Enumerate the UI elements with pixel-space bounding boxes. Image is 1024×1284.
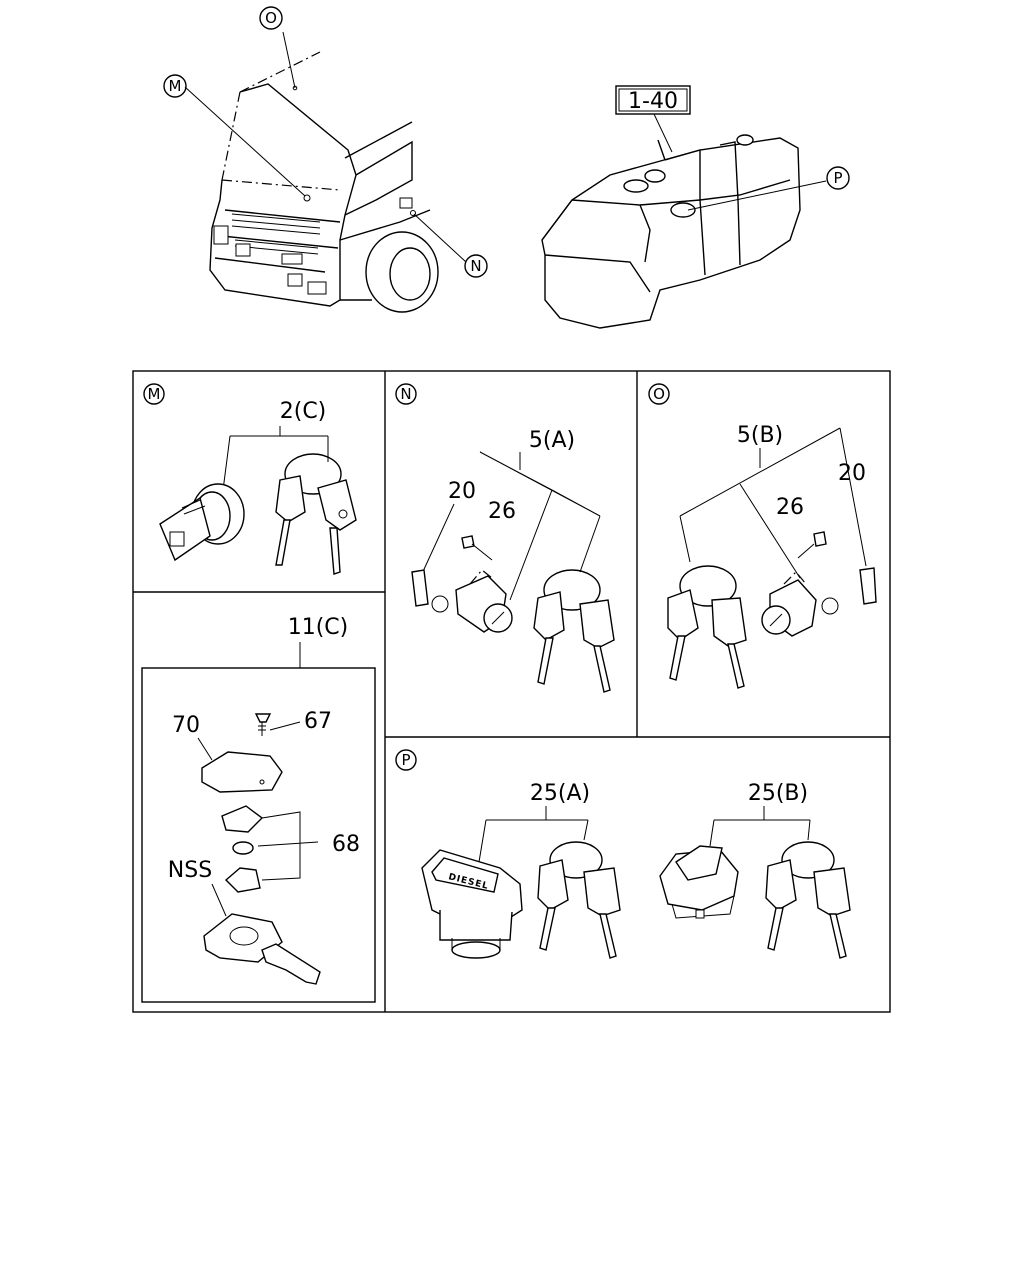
- callout-P-top: P: [826, 166, 850, 190]
- svg-text:O: O: [653, 385, 665, 403]
- svg-text:11(C): 11(C): [288, 615, 349, 640]
- svg-text:70: 70: [172, 713, 200, 738]
- callout-N-top: N: [464, 254, 488, 278]
- svg-text:5(A): 5(A): [529, 428, 575, 453]
- svg-text:M: M: [148, 385, 161, 403]
- key-set-N: [533, 569, 615, 693]
- svg-text:P: P: [401, 751, 410, 769]
- key-set-P-A: [537, 841, 621, 959]
- callout-M-top: M: [163, 74, 187, 98]
- panel-grid: [132, 370, 891, 1013]
- svg-text:25(B): 25(B): [748, 781, 808, 806]
- svg-text:N: N: [400, 385, 411, 403]
- svg-text:25(A): 25(A): [530, 781, 590, 806]
- svg-text:26: 26: [488, 499, 516, 524]
- truck-cab-illustration: [184, 31, 467, 313]
- key-set-P-B: [765, 841, 851, 959]
- fuel-tank-illustration: [541, 113, 827, 329]
- reference-box-1-40: 1-40: [615, 85, 691, 115]
- panel-key-11C: 11(C) 70 67 68 NSS: [141, 615, 376, 1003]
- ignition-cylinder: [159, 483, 245, 562]
- panel-M: M 2(C): [143, 383, 357, 575]
- svg-text:68: 68: [332, 832, 360, 857]
- key-set-M: [275, 453, 357, 575]
- panel-O: O 5(B) 20 26: [648, 383, 877, 689]
- panel-P: P 25(A) 25(B) DIESEL: [395, 749, 851, 959]
- panel-N: N 5(A) 20 26: [395, 383, 615, 693]
- svg-text:26: 26: [776, 495, 804, 520]
- fuel-cap-B: [659, 845, 739, 919]
- svg-text:5(B): 5(B): [737, 423, 783, 448]
- svg-text:67: 67: [304, 709, 332, 734]
- svg-text:O: O: [265, 9, 277, 27]
- key-set-O: [667, 565, 747, 689]
- svg-text:2(C): 2(C): [280, 399, 327, 424]
- svg-text:20: 20: [838, 461, 866, 486]
- svg-text:1-40: 1-40: [628, 89, 678, 114]
- svg-text:M: M: [169, 77, 182, 95]
- svg-text:NSS: NSS: [168, 858, 212, 883]
- fuel-cap-A: DIESEL: [421, 849, 523, 959]
- svg-text:P: P: [833, 169, 842, 187]
- svg-text:20: 20: [448, 479, 476, 504]
- callout-O-top: O: [259, 6, 283, 30]
- svg-text:N: N: [470, 257, 481, 275]
